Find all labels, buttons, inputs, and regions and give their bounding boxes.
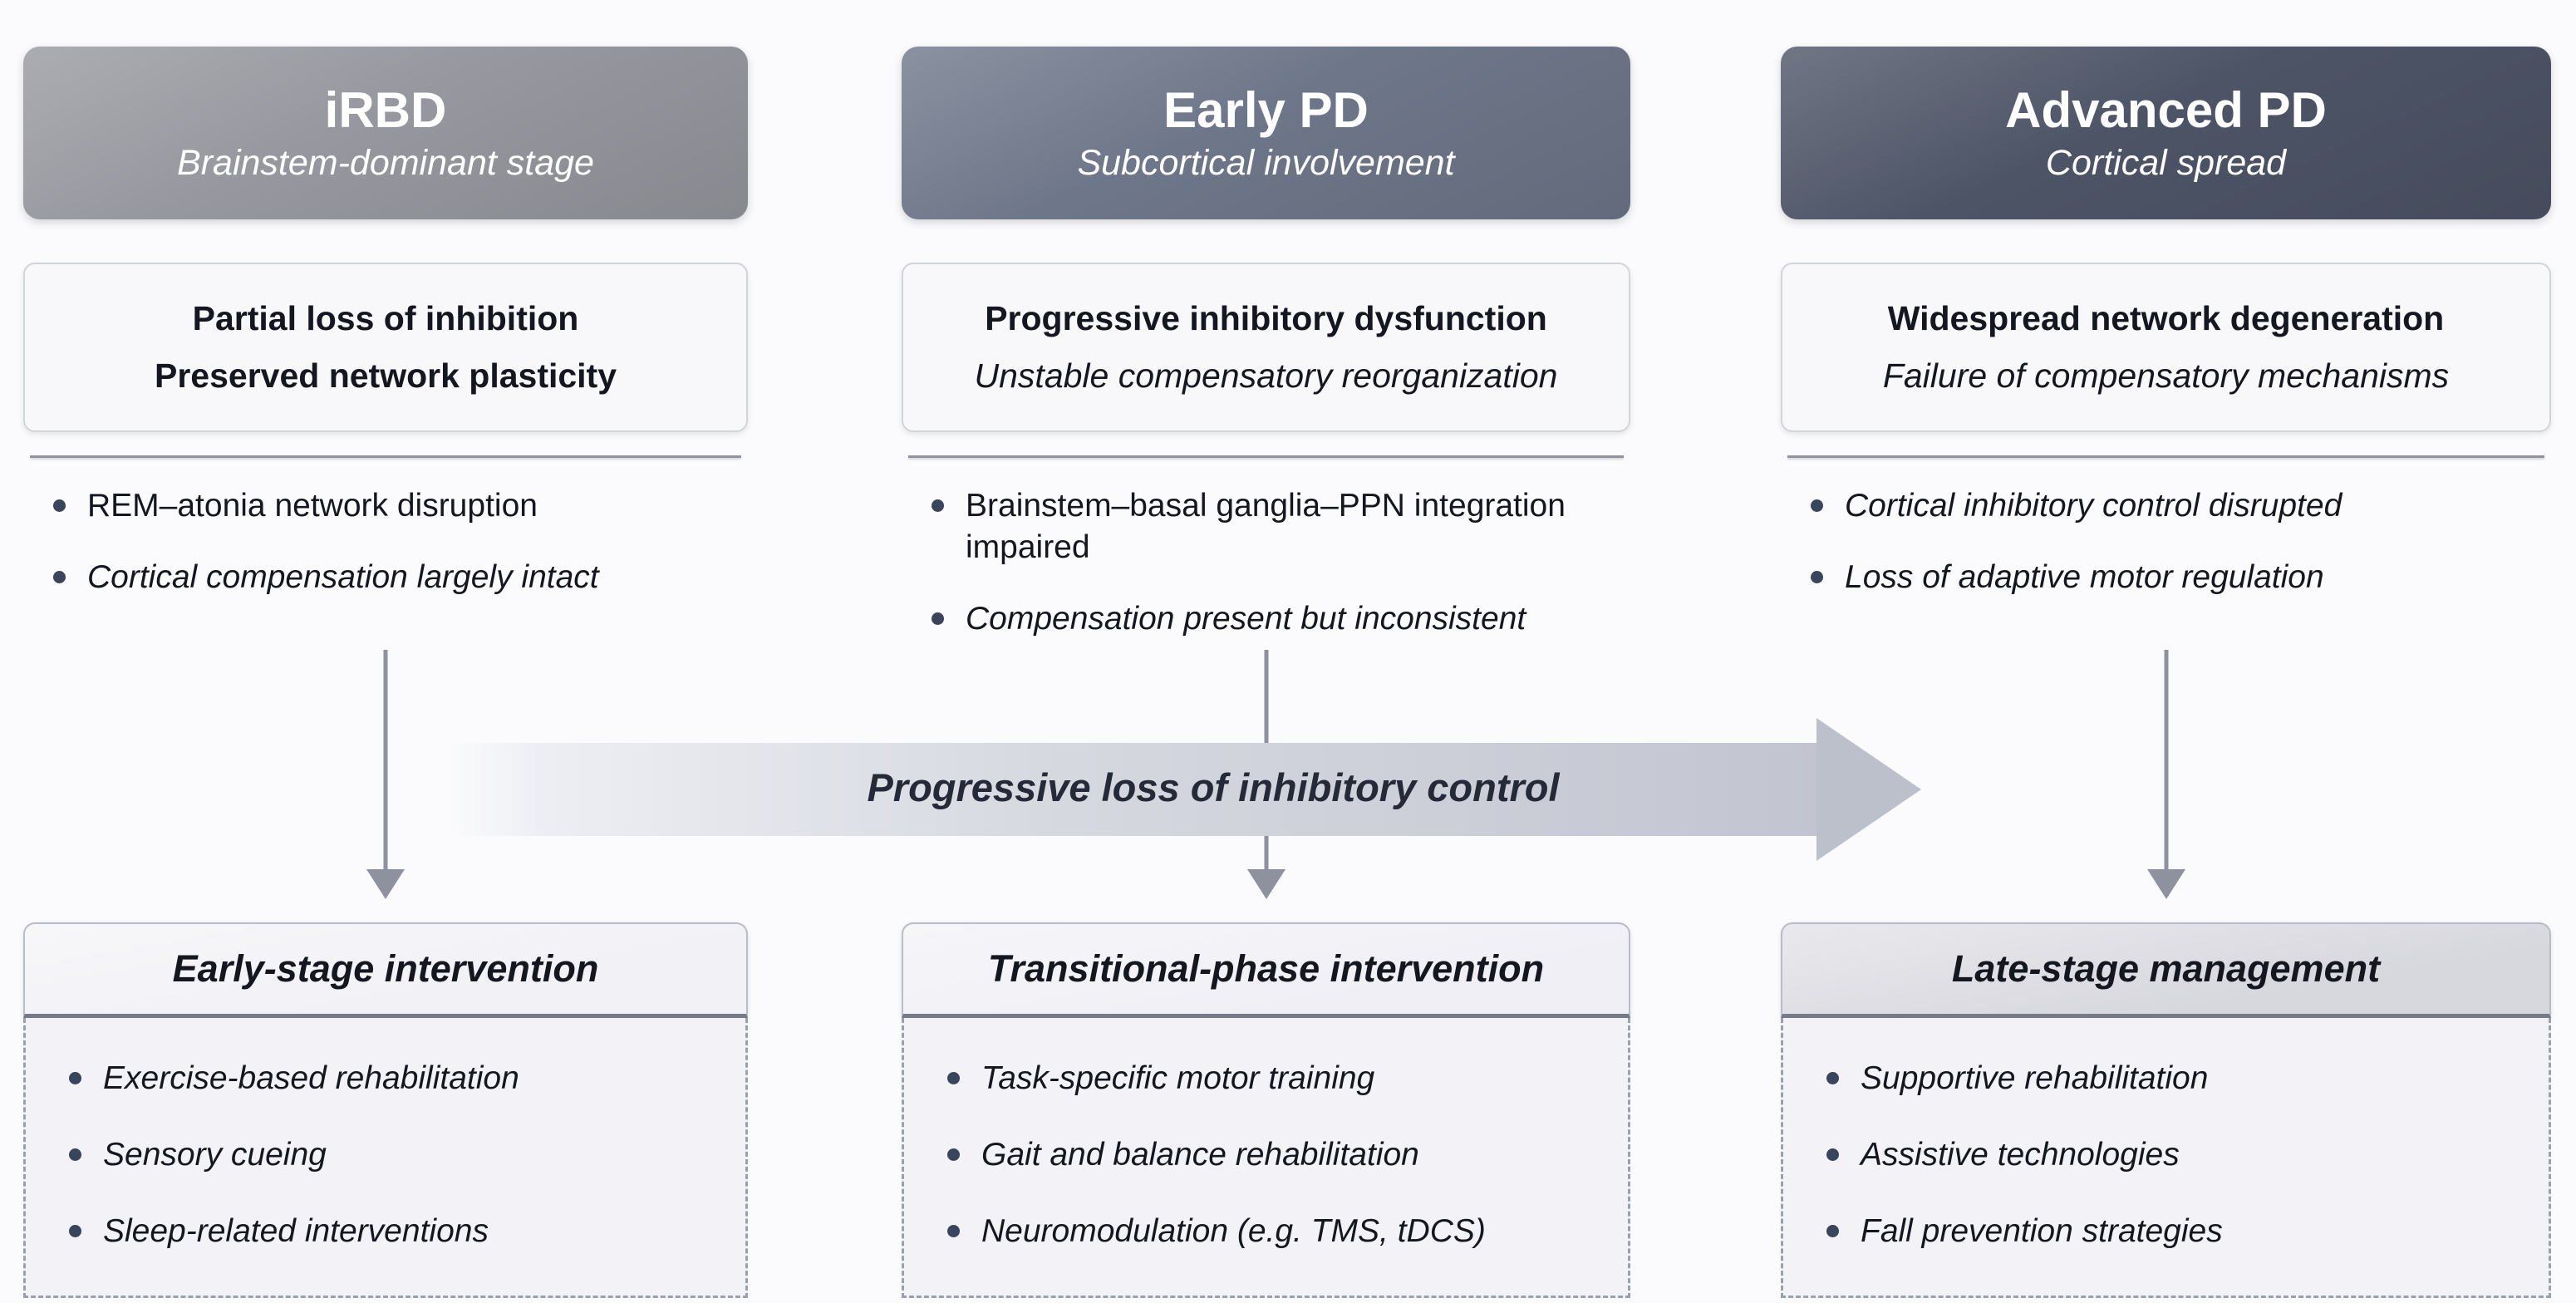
intervention-title: Late-stage management: [1951, 947, 2381, 990]
bullet-icon: [947, 1148, 960, 1161]
list-item-text: Task-specific motor training: [981, 1060, 1375, 1096]
summary-line-2: Failure of compensatory mechanisms: [1882, 356, 2450, 395]
list-item-text: Assistive technologies: [1861, 1136, 2180, 1173]
down-arrow-icon: [366, 650, 405, 899]
list-item: Gait and balance rehabilitation: [947, 1134, 1620, 1176]
summary-line-1: Progressive inhibitory dysfunction: [985, 298, 1547, 337]
list-item-text: Brainstem–basal ganglia–PPN integration …: [966, 488, 1566, 565]
bullet-icon: [932, 499, 944, 512]
intervention-box: Late-stage management Supportive rehabil…: [1781, 922, 2551, 1298]
intervention-header: Late-stage management: [1781, 922, 2551, 1018]
bullet-icon: [1826, 1224, 1839, 1237]
intervention-box: Transitional-phase intervention Task-spe…: [902, 922, 1630, 1298]
arrow-head: [366, 869, 405, 899]
intervention-box: Early-stage intervention Exercise-based …: [23, 922, 748, 1298]
mechanism-list: Cortical inhibitory control disrupted Lo…: [1811, 485, 2546, 628]
list-item-text: Exercise-based rehabilitation: [103, 1060, 519, 1096]
summary-box: Progressive inhibitory dysfunction Unsta…: [902, 263, 1630, 432]
down-arrow-icon: [2146, 650, 2185, 899]
bullet-icon: [69, 1224, 81, 1237]
list-item: Loss of adaptive motor regulation: [1811, 557, 2546, 598]
divider-line: [30, 455, 741, 458]
bullet-icon: [69, 1072, 81, 1084]
bullet-icon: [69, 1148, 81, 1161]
intervention-body: Exercise-based rehabilitation Sensory cu…: [23, 1018, 748, 1298]
stage-column-early-pd: Early PD Subcortical involvement Progres…: [902, 0, 1630, 1303]
intervention-title: Early-stage intervention: [172, 947, 599, 990]
arrow-head: [1246, 869, 1286, 899]
bullet-icon: [932, 612, 944, 625]
intervention-header: Early-stage intervention: [23, 922, 748, 1018]
list-item-text: REM–atonia network disruption: [87, 488, 538, 524]
stage-header: iRBD Brainstem-dominant stage: [23, 47, 748, 219]
list-item: Assistive technologies: [1826, 1134, 2540, 1176]
arrow-stem: [2164, 650, 2168, 871]
list-item: Exercise-based rehabilitation: [69, 1058, 737, 1099]
list-item: Sensory cueing: [69, 1134, 737, 1176]
list-item-text: Sensory cueing: [103, 1136, 327, 1173]
list-item: Compensation present but inconsistent: [932, 598, 1625, 640]
bullet-icon: [1826, 1148, 1839, 1161]
mechanism-list: Brainstem–basal ganglia–PPN integration …: [932, 485, 1625, 670]
progression-arrow-label: Progressive loss of inhibitory control: [867, 765, 1560, 809]
right-arrow-icon: [1816, 718, 1921, 861]
stage-column-irbd: iRBD Brainstem-dominant stage Partial lo…: [23, 0, 748, 1303]
intervention-header: Transitional-phase intervention: [902, 922, 1630, 1018]
list-item-text: Supportive rehabilitation: [1861, 1060, 2209, 1096]
list-item-text: Loss of adaptive motor regulation: [1845, 558, 2324, 595]
intervention-body: Task-specific motor training Gait and ba…: [902, 1018, 1630, 1298]
list-item-text: Cortical compensation largely intact: [87, 558, 599, 595]
stage-title: iRBD: [324, 81, 447, 138]
summary-line-1: Widespread network degeneration: [1887, 298, 2445, 337]
summary-line-1: Partial loss of inhibition: [192, 298, 579, 337]
list-item: Supportive rehabilitation: [1826, 1058, 2540, 1099]
list-item: Cortical inhibitory control disrupted: [1811, 485, 2546, 527]
stage-header: Early PD Subcortical involvement: [902, 47, 1630, 219]
list-item: REM–atonia network disruption: [53, 485, 743, 527]
list-item-text: Neuromodulation (e.g. TMS, tDCS): [981, 1212, 1486, 1249]
list-item-text: Gait and balance rehabilitation: [981, 1136, 1419, 1173]
summary-line-2: Unstable compensatory reorganization: [974, 356, 1558, 395]
list-item-text: Cortical inhibitory control disrupted: [1845, 488, 2342, 524]
bullet-icon: [53, 570, 66, 583]
stage-column-advanced-pd: Advanced PD Cortical spread Widespread n…: [1781, 0, 2551, 1303]
progression-arrow-body: [449, 743, 1818, 836]
intervention-body: Supportive rehabilitation Assistive tech…: [1781, 1018, 2551, 1298]
list-item-text: Sleep-related interventions: [103, 1212, 489, 1249]
summary-box: Widespread network degeneration Failure …: [1781, 263, 2551, 432]
bullet-icon: [947, 1072, 960, 1084]
stage-subtitle: Subcortical involvement: [1077, 142, 1455, 183]
bullet-icon: [1811, 499, 1823, 512]
summary-line-2: Preserved network plasticity: [154, 356, 617, 395]
list-item: Cortical compensation largely intact: [53, 557, 743, 598]
bullet-icon: [1826, 1072, 1839, 1084]
arrow-stem: [383, 650, 388, 871]
list-item: Brainstem–basal ganglia–PPN integration …: [932, 485, 1625, 568]
bullet-icon: [53, 499, 66, 512]
list-item-text: Compensation present but inconsistent: [966, 600, 1526, 637]
arrow-head: [2146, 869, 2185, 899]
list-item: Fall prevention strategies: [1826, 1211, 2540, 1252]
list-item-text: Fall prevention strategies: [1861, 1212, 2223, 1249]
stage-subtitle: Brainstem-dominant stage: [177, 142, 594, 183]
bullet-icon: [1811, 570, 1823, 583]
divider-line: [908, 455, 1624, 458]
bullet-icon: [947, 1224, 960, 1237]
intervention-title: Transitional-phase intervention: [987, 947, 1545, 990]
list-item: Sleep-related interventions: [69, 1211, 737, 1252]
divider-line: [1787, 455, 2544, 458]
summary-box: Partial loss of inhibition Preserved net…: [23, 263, 748, 432]
stage-subtitle: Cortical spread: [2045, 142, 2287, 183]
list-item: Neuromodulation (e.g. TMS, tDCS): [947, 1211, 1620, 1252]
stage-title: Advanced PD: [2005, 81, 2327, 138]
mechanism-list: REM–atonia network disruption Cortical c…: [53, 485, 743, 628]
list-item: Task-specific motor training: [947, 1058, 1620, 1099]
stage-title: Early PD: [1163, 81, 1369, 138]
stage-header: Advanced PD Cortical spread: [1781, 47, 2551, 219]
